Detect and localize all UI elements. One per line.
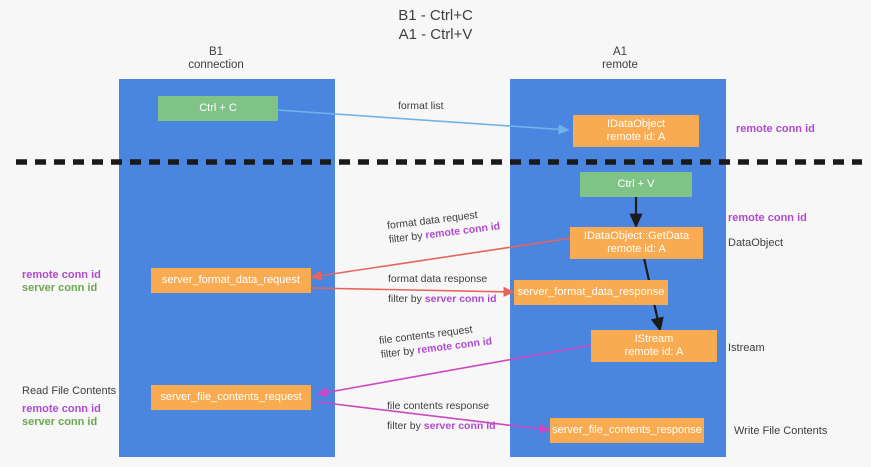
node-server-file-contents-response[interactable]: server_file_contents_response xyxy=(550,418,704,443)
side-label-istream: Istream xyxy=(728,342,765,354)
node-server-format-data-response-label: server_format_data_response xyxy=(517,286,665,298)
edge-label-file-contents-response: file contents response filter by server … xyxy=(387,399,496,433)
node-idataobject-getdata-line-2: remote id: A xyxy=(607,243,666,255)
edge-label-file-contents-request: file contents request filter by remote c… xyxy=(378,320,493,361)
node-ctrl-v-label: Ctrl + V xyxy=(617,178,655,190)
node-idataobject-top[interactable]: IDataObject remote id: A xyxy=(573,115,699,147)
node-server-format-data-response[interactable]: server_format_data_response xyxy=(514,280,668,305)
edge-label-format-data-request: format data request filter by remote con… xyxy=(386,205,501,246)
node-server-file-contents-response-label: server_file_contents_response xyxy=(552,424,702,436)
edge-label-format-data-response-text: format data response xyxy=(388,273,488,285)
node-idataobject-top-line-1: IDataObject xyxy=(606,118,666,130)
side-label-left-server-conn-id-mid: server conn id xyxy=(22,282,98,294)
side-label-left-server-conn-id-bottom: server conn id xyxy=(22,416,98,428)
diagram-title-line-2: A1 - Ctrl+V xyxy=(398,26,473,43)
lane-header-b1-name: B1 xyxy=(208,46,224,58)
edge-label-format-data-response: format data response filter by server co… xyxy=(388,272,497,306)
edge-key-server-conn-id-2: server conn id xyxy=(423,420,496,432)
side-label-remote-conn-id-top: remote conn id xyxy=(736,123,815,135)
node-ctrl-c-label: Ctrl + C xyxy=(199,102,237,114)
edge-label-file-contents-response-filter: filter by server conn id xyxy=(387,420,496,432)
node-server-format-data-request[interactable]: server_format_data_request xyxy=(151,268,311,293)
node-idataobject-getdata[interactable]: IDataObject::GetData remote id: A xyxy=(570,227,703,259)
node-server-format-data-request-label: server_format_data_request xyxy=(161,274,301,286)
side-label-remote-conn-id-mid: remote conn id xyxy=(728,212,807,224)
side-label-left-remote-conn-id-bottom: remote conn id xyxy=(22,403,101,415)
lane-header-a1-name: A1 xyxy=(612,46,628,58)
lane-header-a1: A1 remote xyxy=(552,46,688,72)
side-label-read-file-contents: Read File Contents xyxy=(22,385,117,397)
node-idataobject-getdata-line-1: IDataObject::GetData xyxy=(583,230,690,242)
node-ctrl-c[interactable]: Ctrl + C xyxy=(158,96,278,121)
edge-label-format-data-response-filter: filter by server conn id xyxy=(388,293,497,305)
diagram-title-line-1: B1 - Ctrl+C xyxy=(398,7,473,24)
node-server-file-contents-request[interactable]: server_file_contents_request xyxy=(151,385,311,410)
side-label-left-remote-conn-id-mid: remote conn id xyxy=(22,269,101,281)
side-label-write-file-contents: Write File Contents xyxy=(734,425,828,437)
node-istream-line-1: IStream xyxy=(634,333,674,345)
edge-label-format-list-text: format list xyxy=(398,100,444,112)
node-server-file-contents-request-label: server_file_contents_request xyxy=(160,391,302,403)
node-idataobject-top-line-2: remote id: A xyxy=(606,131,666,143)
lane-header-b1: B1 connection xyxy=(148,46,284,72)
lane-header-b1-sub: connection xyxy=(188,59,244,71)
side-label-dataobject: DataObject xyxy=(728,237,784,249)
edge-label-format-list: format list xyxy=(398,99,444,113)
node-istream-line-2: remote id: A xyxy=(624,346,684,358)
edge-label-file-contents-response-text: file contents response xyxy=(387,400,490,412)
lane-header-a1-sub: remote xyxy=(602,59,638,71)
node-ctrl-v[interactable]: Ctrl + V xyxy=(580,172,692,197)
diagram-title: B1 - Ctrl+C A1 - Ctrl+V xyxy=(0,6,871,44)
node-istream[interactable]: IStream remote id: A xyxy=(591,330,717,362)
edge-key-server-conn-id-1: server conn id xyxy=(424,293,497,305)
